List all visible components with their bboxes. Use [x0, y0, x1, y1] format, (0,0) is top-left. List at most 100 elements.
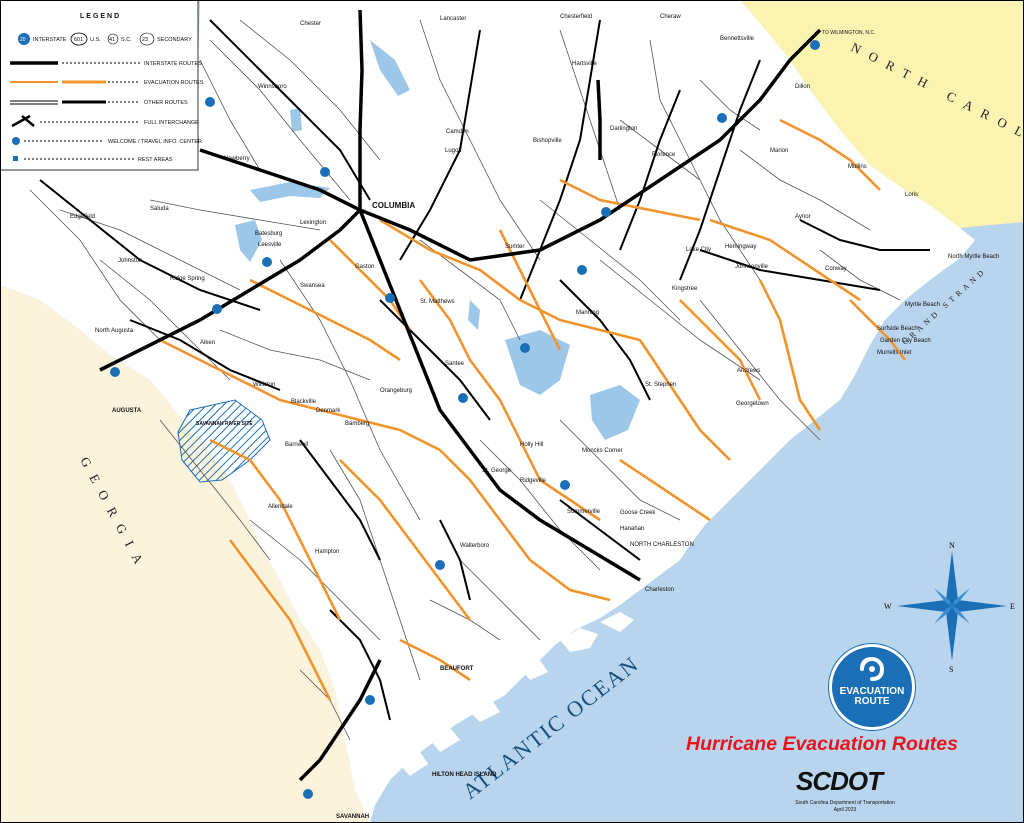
city-swansea: Swansea — [300, 283, 325, 289]
city-aynor: Aynor — [795, 214, 811, 220]
legend: LEGEND 20 INTERSTATE 601 U.S. 41 S.C. 23… — [0, 0, 204, 171]
city-murrells-inlet: Murrells Inlet — [877, 350, 912, 356]
compass-w: W — [884, 602, 892, 611]
city-johnsonville: Johnsonville — [735, 264, 769, 270]
scdot-logo: SCDOT — [796, 766, 883, 796]
savannah-river-site — [177, 399, 271, 483]
legend-box — [0, 0, 199, 171]
agency-name: South Carolina Department of Transportat… — [795, 800, 895, 806]
city-sumter: Sumter — [505, 244, 524, 250]
route-shields — [110, 40, 820, 799]
city-batesburg: Batesburg — [255, 231, 282, 237]
city-st-matthews: St. Matthews — [420, 299, 455, 305]
city-walterboro: Walterboro — [460, 543, 490, 549]
city-hartsville: Hartsville — [572, 61, 597, 67]
city-williston: Williston — [253, 382, 275, 388]
legend-interstate-num: 20 — [20, 37, 26, 43]
legend-row-interstate: INTERSTATE ROUTES — [144, 61, 202, 67]
city-winnsboro: Winnsboro — [258, 84, 287, 90]
city-mullins: Mullins — [848, 164, 867, 170]
city-ridgeville: Ridgeville — [520, 478, 547, 484]
city-denmark: Denmark — [316, 408, 341, 414]
city-johnston: Johnston — [118, 258, 142, 264]
city-kingstree: Kingstree — [672, 286, 698, 292]
city-edgefield: Edgefield — [70, 214, 95, 220]
interstate-routes — [99, 9, 822, 782]
legend-secondary-label: SECONDARY — [157, 37, 192, 43]
badge-line2: ROUTE — [854, 696, 890, 707]
city-blackville: Blackville — [291, 399, 317, 405]
interchange-icon — [11, 114, 35, 128]
city-north-charleston: NORTH CHARLESTON — [630, 542, 694, 548]
compass-e: E — [1010, 602, 1015, 611]
city-bamberg: Bamberg — [345, 421, 369, 427]
sc-shield-icon — [107, 33, 119, 45]
city-garden-city-beach: Garden City Beach — [880, 338, 931, 344]
city-florence: Florence — [652, 152, 676, 158]
savannah-river-site-label: SAVANNAH RIVER SITE — [196, 421, 253, 427]
city-holly-hill: Holly Hill — [520, 442, 543, 448]
city-surfside-beach: Surfside Beach — [877, 326, 918, 332]
page-title: Hurricane Evacuation Routes — [686, 733, 958, 755]
city-labels: COLUMBIA Charleston NORTH CHARLESTON Sum… — [70, 14, 999, 820]
city-marion: Marion — [770, 148, 788, 154]
city-bennettsville: Bennettsville — [720, 36, 755, 42]
city-goose-creek: Goose Creek — [620, 510, 656, 516]
evacuation-routes — [159, 118, 907, 701]
city-allendale: Allendale — [268, 504, 293, 510]
legend-row-interchange: FULL INTERCHANGE — [144, 120, 199, 126]
us-shield-icon — [70, 32, 88, 46]
city-moncks-corner: Moncks Corner — [582, 448, 623, 454]
legend-row-rest: REST AREAS — [138, 157, 173, 163]
city-savannah: SAVANNAH — [336, 814, 369, 820]
city-lake-city: Lake City — [686, 247, 711, 253]
georgia-land — [0, 285, 370, 823]
city-chester: Chester — [300, 21, 321, 27]
lakes — [235, 40, 640, 440]
city-hanahan: Hanahan — [620, 526, 644, 532]
city-columbia: COLUMBIA — [372, 201, 415, 210]
coastal-islands — [400, 612, 634, 776]
city-charleston: Charleston — [645, 587, 674, 593]
city-camden: Camden — [446, 129, 469, 135]
city-lancaster: Lancaster — [440, 16, 466, 22]
city-myrtle-beach: Myrtle Beach — [905, 302, 940, 308]
state-border-label: TO WILMINGTON, N.C. — [822, 30, 875, 36]
city-georgetown: Georgetown — [736, 401, 769, 407]
city-st-stephen: St. Stephen — [645, 382, 676, 388]
welcome-center-icon — [12, 137, 20, 145]
city-newberry: Newberry — [224, 156, 250, 162]
legend-row-welcome: WELCOME / TRAVEL INFO. CENTER — [108, 139, 202, 145]
evacuation-route-badge: EVACUATION ROUTE — [829, 644, 915, 730]
south-carolina-land — [0, 0, 975, 823]
agency-credits: South Carolina Department of Transportat… — [790, 800, 900, 814]
other-routes — [39, 19, 930, 721]
rest-area-icon — [13, 156, 18, 161]
city-dillon: Dillon — [795, 84, 810, 90]
legend-row-evacuation: EVACUATION ROUTES — [144, 80, 204, 86]
city-manning: Manning — [576, 310, 599, 316]
city-summerville: Summerville — [567, 509, 601, 515]
city-beaufort: BEAUFORT — [440, 666, 474, 672]
legend-row-other: OTHER ROUTES — [144, 100, 188, 106]
city-hilton-head: HILTON HEAD ISLAND — [432, 772, 497, 778]
hurricane-swirl-icon — [860, 657, 884, 681]
city-conway: Conway — [825, 266, 847, 272]
interstate-shield-icon — [18, 33, 30, 45]
badge-text: EVACUATION ROUTE — [832, 687, 912, 707]
city-aiken: Aiken — [200, 340, 215, 346]
city-gaston: Gaston — [355, 264, 374, 270]
city-leesville: Leesville — [258, 242, 282, 248]
secondary-shield-icon — [139, 32, 155, 46]
city-augusta: AUGUSTA — [112, 408, 142, 414]
legend-sc-label: S.C. — [121, 37, 132, 43]
north-carolina-land — [740, 0, 1024, 228]
city-chesterfield: Chesterfield — [560, 14, 592, 20]
city-saluda: Saluda — [150, 206, 169, 212]
city-st-george: St. George — [482, 468, 512, 474]
city-cheraw: Cheraw — [660, 14, 681, 20]
city-ridge-spring: Ridge Spring — [170, 276, 205, 282]
city-lugoff: Lugoff — [445, 148, 462, 154]
